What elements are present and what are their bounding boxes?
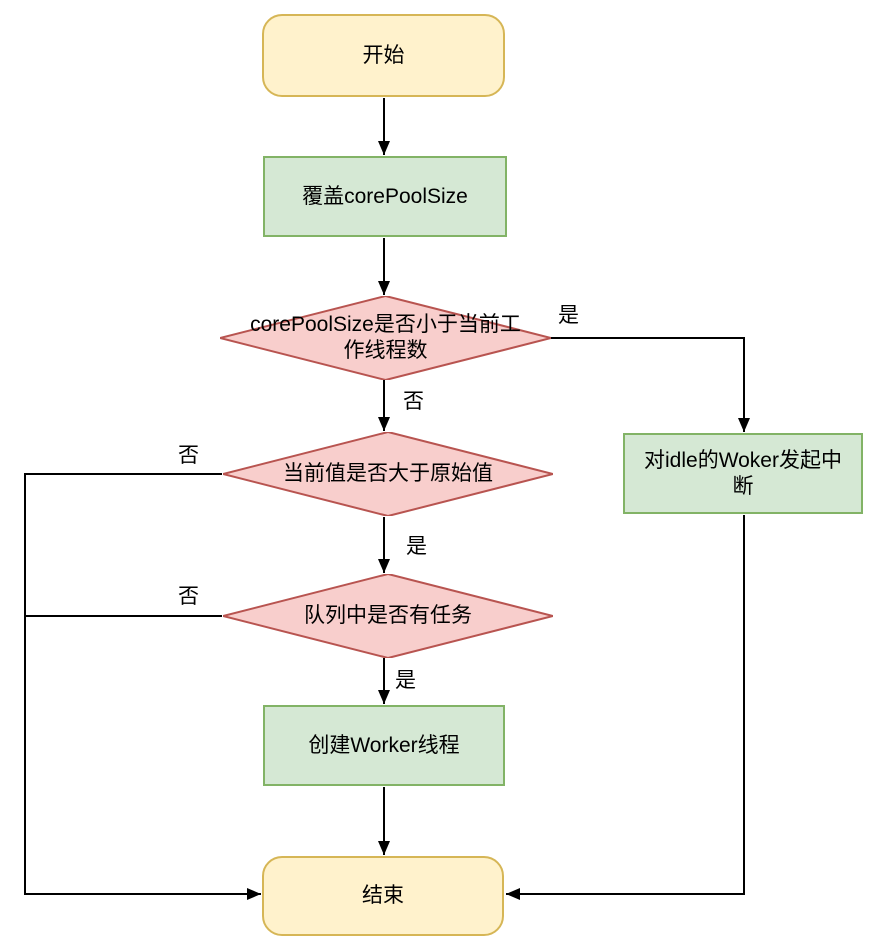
node-interrupt-idle-workers: 对idle的Woker发起中断 (623, 433, 863, 514)
node-interrupt-label: 对idle的Woker发起中断 (644, 448, 842, 498)
node-start-label: 开始 (362, 43, 405, 67)
edge-label-d1-no: 否 (403, 390, 424, 413)
edge-label-d2-yes: 是 (406, 535, 427, 558)
decision-3-label: 队列中是否有任务 (304, 604, 472, 627)
decision-current-greater-than-original: 当前值是否大于原始值 (223, 432, 553, 516)
decision-queue-has-tasks: 队列中是否有任务 (223, 574, 553, 658)
node-create-worker-label: 创建Worker线程 (308, 733, 460, 757)
node-end-label: 结束 (362, 884, 404, 907)
diamond-shape (223, 432, 553, 516)
node-override-corepoolsize: 覆盖corePoolSize (263, 156, 507, 237)
decision-corepoolsize-less-than-workers: corePoolSize是否小于当前工作线程数 (220, 296, 551, 380)
diamond-shape (223, 574, 553, 658)
edge-label-d3-no: 否 (178, 585, 199, 608)
node-end: 结束 (262, 856, 504, 936)
node-start: 开始 (262, 14, 505, 97)
decision-2-label: 当前值是否大于原始值 (283, 462, 493, 485)
node-override-label: 覆盖corePoolSize (302, 184, 468, 208)
edge-label-d3-yes: 是 (395, 669, 416, 692)
edge-label-d1-yes: 是 (558, 304, 579, 327)
edge-d2-no-end (24, 473, 261, 900)
diamond-shape (220, 296, 551, 380)
decision-1-label: corePoolSize是否小于当前工作线程数 (250, 313, 521, 362)
edge-label-d2-no: 否 (178, 444, 199, 467)
edge-d1-yes-interrupt (551, 337, 750, 432)
edge-interrupt-end (506, 515, 745, 900)
node-create-worker: 创建Worker线程 (263, 705, 505, 786)
